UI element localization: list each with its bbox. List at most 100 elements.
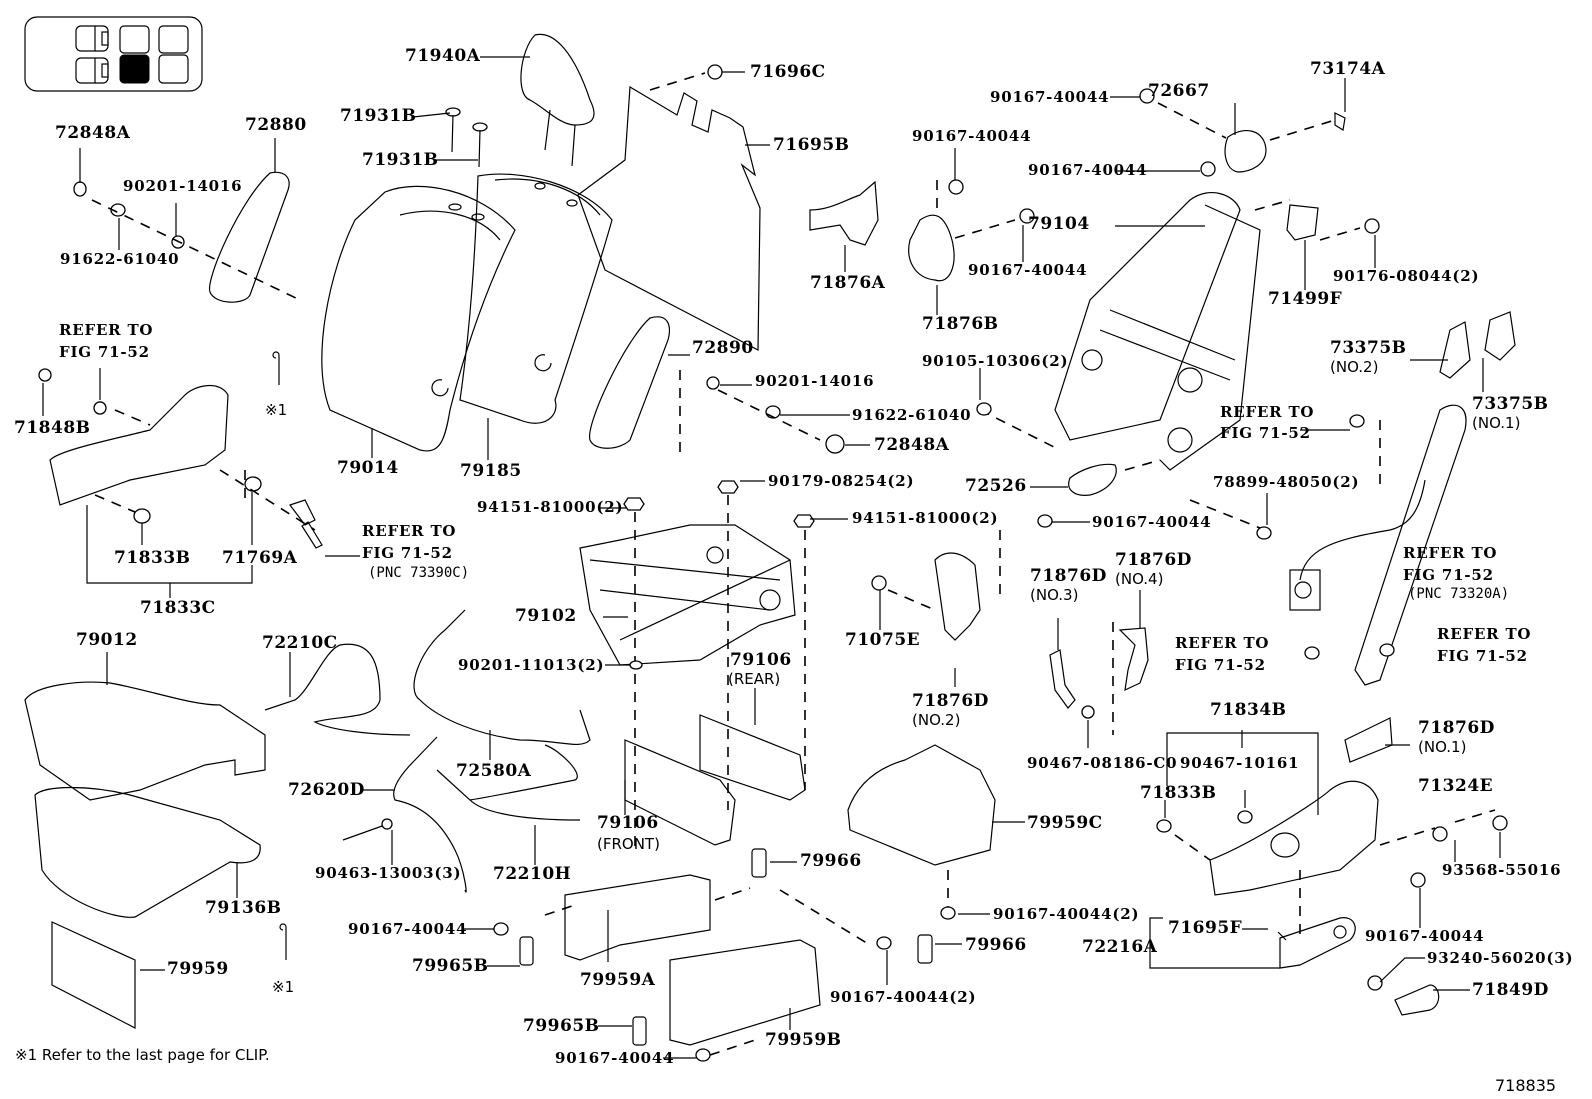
- part-label[interactable]: 79966: [800, 851, 862, 871]
- part-label[interactable]: 72526: [965, 476, 1027, 496]
- part-label[interactable]: 73375B: [1330, 338, 1407, 358]
- part-label[interactable]: 90105-10306(2): [922, 352, 1069, 370]
- part-label[interactable]: 93240-56020(3): [1427, 949, 1574, 967]
- part-label[interactable]: 94151-81000(2): [477, 498, 624, 516]
- bracket-71876d-no1: [1344, 717, 1393, 763]
- part-label[interactable]: 78899-48050(2): [1213, 473, 1360, 491]
- part-label[interactable]: 71931B: [340, 106, 417, 126]
- part-label[interactable]: 79136B: [205, 898, 282, 918]
- part-label[interactable]: 90167-40044: [1365, 927, 1485, 945]
- figure-number: 718835: [1495, 1076, 1557, 1095]
- reference-line2[interactable]: FIG 71-52: [1403, 566, 1494, 584]
- actuator-71499f: [1286, 204, 1319, 241]
- part-label[interactable]: 79185: [460, 461, 522, 481]
- part-label[interactable]: 79965B: [523, 1016, 600, 1036]
- part-label[interactable]: 71695B: [773, 135, 850, 155]
- part-label[interactable]: 90167-40044: [1028, 161, 1148, 179]
- clip-90467-08186: [1081, 705, 1095, 719]
- part-label[interactable]: 90201-14016: [755, 372, 875, 390]
- part-label[interactable]: 90176-08044(2): [1333, 267, 1480, 285]
- reference-line3: (PNC 73320A): [1408, 586, 1510, 602]
- reference-line2[interactable]: FIG 71-52: [59, 343, 150, 361]
- part-label[interactable]: 79959: [167, 959, 229, 979]
- part-label[interactable]: 72667: [1148, 81, 1210, 101]
- part-label[interactable]: 94151-81000(2): [852, 509, 999, 527]
- bracket-71876b: [908, 214, 955, 282]
- part-label[interactable]: 79106: [730, 650, 792, 670]
- part-label[interactable]: 79966: [965, 935, 1027, 955]
- reference-line2[interactable]: FIG 71-52: [362, 544, 453, 562]
- part-label[interactable]: 79104: [1028, 214, 1090, 234]
- part-label[interactable]: 90179-08254(2): [768, 472, 915, 490]
- part-label[interactable]: 71876A: [810, 273, 886, 293]
- part-label[interactable]: 79106: [597, 813, 659, 833]
- seat-belt: [1354, 404, 1467, 686]
- part-label[interactable]: 90467-10161: [1180, 754, 1300, 772]
- part-label[interactable]: 90463-13003(3): [315, 864, 462, 882]
- clip-reference-mark: ※1: [272, 978, 295, 996]
- part-label[interactable]: 90201-11013(2): [458, 656, 605, 674]
- part-label[interactable]: 79959C: [1027, 813, 1103, 833]
- part-label[interactable]: 79965B: [412, 956, 489, 976]
- part-label[interactable]: 91622-61040: [852, 406, 972, 424]
- part-label[interactable]: 71876B: [922, 314, 999, 334]
- part-label[interactable]: 79959A: [580, 970, 656, 990]
- part-label[interactable]: 90167-40044: [555, 1049, 675, 1067]
- part-label[interactable]: 73174A: [1310, 59, 1386, 79]
- bracket-71876d-no4: [1118, 627, 1149, 692]
- part-label[interactable]: 90467-08186-C0: [1027, 754, 1178, 772]
- part-label[interactable]: 90201-14016: [123, 177, 243, 195]
- part-label[interactable]: 90167-40044: [968, 261, 1088, 279]
- part-label[interactable]: 79012: [76, 630, 138, 650]
- part-label[interactable]: 71324E: [1418, 776, 1494, 796]
- part-label[interactable]: 72216A: [1082, 937, 1158, 957]
- part-label[interactable]: 71848B: [14, 418, 91, 438]
- part-label[interactable]: 93568-55016: [1442, 861, 1562, 879]
- part-label[interactable]: 72620D: [288, 780, 365, 800]
- part-label[interactable]: 72580A: [456, 761, 532, 781]
- part-label[interactable]: 90167-40044: [348, 920, 468, 938]
- part-label[interactable]: 72210C: [262, 633, 338, 653]
- part-label[interactable]: 71876D: [1418, 718, 1495, 738]
- headrest-guides: [445, 107, 488, 168]
- part-label[interactable]: 71769A: [222, 548, 298, 568]
- part-label[interactable]: 71876D: [1030, 566, 1107, 586]
- part-label[interactable]: 71931B: [362, 150, 439, 170]
- part-label[interactable]: 71499F: [1268, 289, 1343, 309]
- part-label[interactable]: 71075E: [845, 630, 921, 650]
- part-label[interactable]: 72890: [692, 338, 754, 358]
- part-label[interactable]: 90167-40044: [912, 127, 1032, 145]
- part-label[interactable]: 71833B: [1140, 783, 1217, 803]
- reference-line1: REFER TO: [362, 522, 457, 540]
- reference-line1: REFER TO: [1175, 634, 1270, 652]
- bracket-71876d-no2: [934, 552, 981, 641]
- cover-73375b-no2: [1439, 321, 1471, 379]
- part-label[interactable]: 71695F: [1168, 918, 1243, 938]
- part-label[interactable]: 71876D: [1115, 550, 1192, 570]
- part-label[interactable]: 79102: [515, 606, 577, 626]
- part-label[interactable]: 91622-61040: [60, 250, 180, 268]
- part-label[interactable]: 79959B: [765, 1030, 842, 1050]
- reference-line2[interactable]: FIG 71-52: [1175, 656, 1266, 674]
- reference-line2[interactable]: FIG 71-52: [1437, 647, 1528, 665]
- part-label[interactable]: 72880: [245, 115, 307, 135]
- part-label[interactable]: 71696C: [750, 62, 826, 82]
- cable-72210h: [436, 744, 581, 821]
- part-label[interactable]: 73375B: [1472, 394, 1549, 414]
- reference-line2[interactable]: FIG 71-52: [1220, 424, 1311, 442]
- part-label[interactable]: 71833B: [114, 548, 191, 568]
- part-label[interactable]: 90167-40044(2): [830, 988, 977, 1006]
- part-label[interactable]: 90167-40044: [1092, 513, 1212, 531]
- part-label[interactable]: 71833C: [140, 598, 216, 618]
- part-label[interactable]: 71849D: [1472, 980, 1549, 1000]
- part-label[interactable]: 72848A: [874, 435, 950, 455]
- part-label[interactable]: 71940A: [405, 46, 481, 66]
- part-label[interactable]: 72210H: [493, 864, 572, 884]
- part-label[interactable]: 72848A: [55, 123, 131, 143]
- part-label[interactable]: 90167-40044: [990, 88, 1110, 106]
- part-label[interactable]: 71876D: [912, 691, 989, 711]
- part-label[interactable]: 79014: [337, 458, 399, 478]
- part-label[interactable]: 71834B: [1210, 700, 1287, 720]
- part-label[interactable]: 90167-40044(2): [993, 905, 1140, 923]
